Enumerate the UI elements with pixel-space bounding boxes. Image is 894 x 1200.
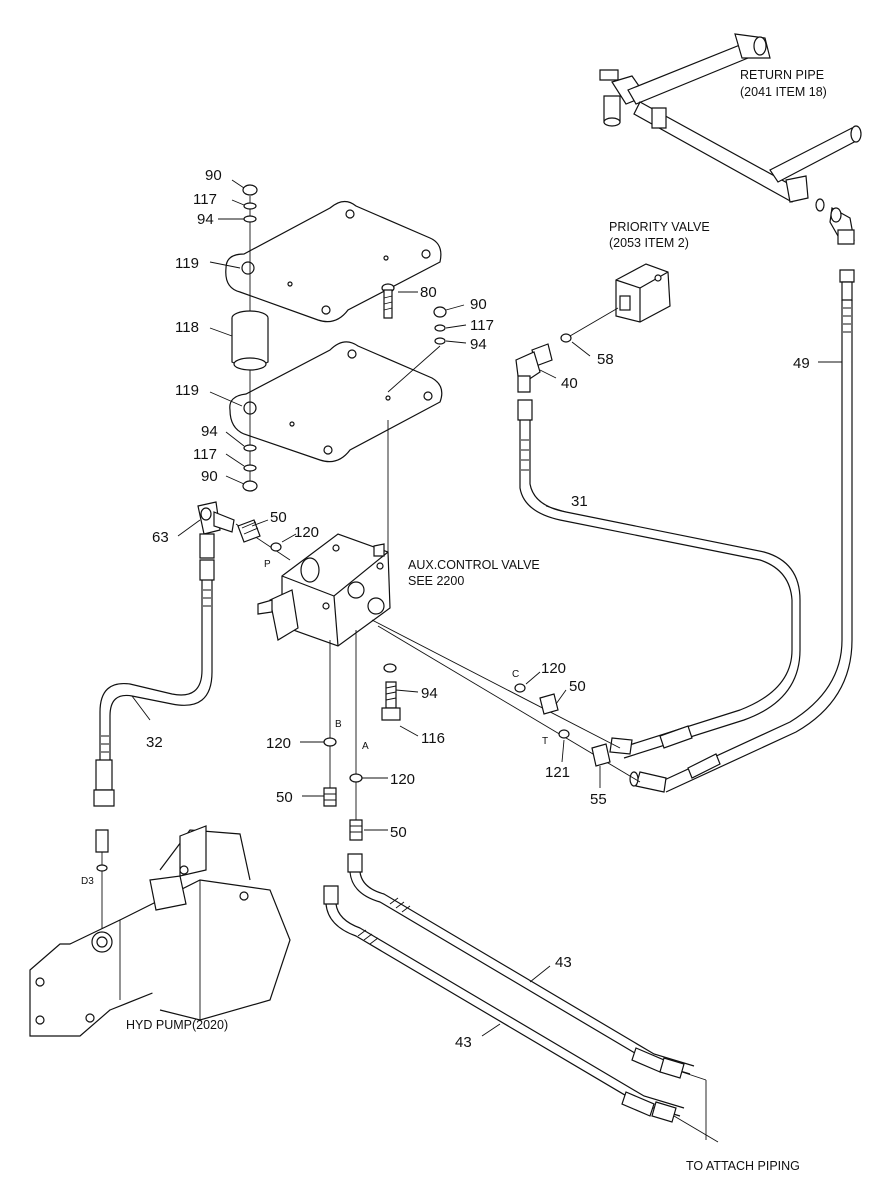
pump-fitting [95,829,109,930]
oring-94-valve-shape [383,663,397,673]
callout-119-upper: 119 [175,255,199,272]
hose-43-lower [323,885,685,1123]
callout-32: 32 [146,734,163,751]
aux-control-valve-ref-label: SEE 2200 [408,574,464,588]
callout-120-p: 120 [294,524,319,541]
callout-120-c: 120 [541,660,566,677]
callout-90-bottom: 90 [201,468,218,485]
port-d3-label: D3 [81,876,94,887]
callout-90-top: 90 [205,167,222,184]
callout-55: 55 [590,791,607,808]
adapter-50-a [349,819,363,841]
callout-40: 40 [561,375,578,392]
callout-117-bottom: 117 [193,446,217,463]
priority-valve-label: PRIORITY VALVE [609,220,710,234]
hyd-pump-label: HYD PUMP(2020) [126,1018,228,1032]
callout-50-a: 50 [390,824,407,841]
callout-31: 31 [571,493,588,510]
adapter-50-c [539,693,559,715]
callout-94-bottom: 94 [201,423,218,440]
callout-117-right: 117 [470,317,494,334]
hydraulic-pump [29,825,291,1037]
callout-63: 63 [152,529,169,546]
port-c-label: C [512,669,519,680]
callout-116: 116 [421,730,445,747]
return-pipe [599,33,862,203]
mounting-plate-upper [225,200,442,323]
aux-control-valve [257,533,391,647]
oring-121-shape [558,729,570,739]
callout-43-lower: 43 [455,1034,472,1051]
fastener-stack-top [242,184,258,223]
return-pipe-label: RETURN PIPE [740,68,824,82]
callout-94-top: 94 [197,211,214,228]
callout-49: 49 [793,355,810,372]
oring-120-a-shape [349,773,363,783]
hose-31 [517,399,801,759]
fastener-stack-bottom [242,444,258,492]
oring-120-b-shape [323,737,337,747]
oring-120-p-shape [270,542,282,552]
mount-118 [231,310,269,371]
return-pipe-ref-label: (2041 ITEM 18) [740,85,827,99]
port-a-label: A [362,741,369,752]
adapter-50-p [237,519,261,543]
callout-90-right: 90 [470,296,487,313]
priority-valve [615,263,671,323]
mounting-plate-lower [229,341,443,463]
callout-119-lower: 119 [175,382,199,399]
priority-valve-ref-label: (2053 ITEM 2) [609,236,689,250]
hose-32 [93,559,215,807]
oring-120-c-shape [514,683,526,693]
aux-control-valve-label: AUX.CONTROL VALVE [408,558,540,572]
adapter-50-b [323,787,337,807]
elbow-63 [197,501,235,559]
fastener-stack-right [433,306,447,345]
callout-118: 118 [175,319,199,336]
hose-43-upper [347,853,695,1079]
elbow-40 [515,343,553,393]
callout-80: 80 [420,284,437,301]
callout-50-c: 50 [569,678,586,695]
adapter-55 [591,743,611,767]
oring-58-shape [560,333,572,343]
return-pipe-elbow [815,198,855,245]
bolt-80 [381,283,395,319]
callout-58: 58 [597,351,614,368]
to-attach-piping-label: TO ATTACH PIPING [686,1159,800,1173]
bolt-116 [381,681,401,721]
callout-120-a: 120 [390,771,415,788]
callout-120-b: 120 [266,735,291,752]
callout-117-top: 117 [193,191,217,208]
callout-94-right: 94 [470,336,487,353]
port-p-label: P [264,559,271,570]
callout-50-p: 50 [270,509,287,526]
callout-50-b: 50 [276,789,293,806]
callout-94-valve: 94 [421,685,438,702]
callout-43-upper: 43 [555,954,572,971]
port-t-label: T [542,736,548,747]
callout-leaders [131,179,842,1037]
hose-49 [629,269,855,793]
port-b-label: B [335,719,342,730]
callout-121: 121 [545,764,570,781]
